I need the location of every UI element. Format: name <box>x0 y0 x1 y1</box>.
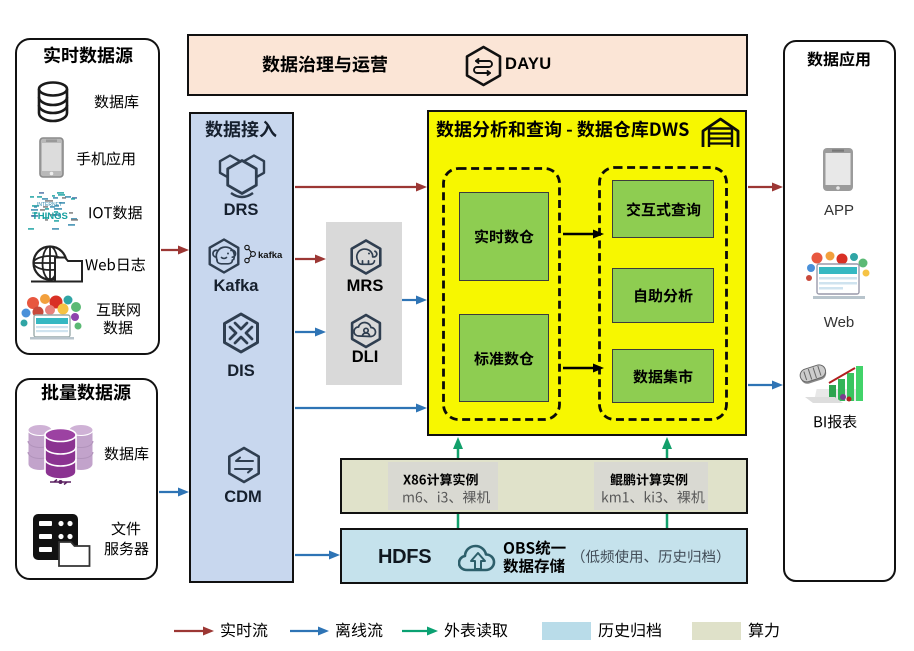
svg-text:kafka: kafka <box>258 250 283 261</box>
svg-text:THINGS: THINGS <box>32 211 68 222</box>
svg-text:INTERNET: INTERNET <box>37 202 62 208</box>
